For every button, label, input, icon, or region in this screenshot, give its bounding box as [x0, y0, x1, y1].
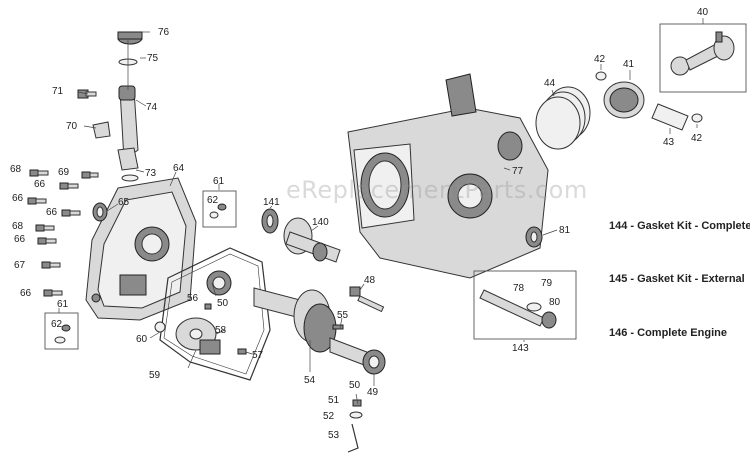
callout-50: 50: [217, 298, 229, 309]
gasket-59[interactable]: [159, 247, 271, 381]
callout-62: 62: [51, 319, 63, 330]
piston-pin-43[interactable]: [651, 103, 689, 131]
callout-58: 58: [215, 325, 227, 336]
legend-item-145: 145 - Gasket Kit - External: [609, 273, 745, 285]
dipstick-assembly[interactable]: [117, 31, 143, 182]
callout-labels: 40 41 42 42 43 44 48 49 50 50 51 52 53 5…: [10, 7, 709, 441]
callout-56: 56: [187, 293, 199, 304]
callout-70: 70: [66, 121, 78, 132]
push-rod-assembly[interactable]: [479, 289, 557, 329]
callout-66: 66: [14, 234, 26, 245]
callout-57: 57: [252, 350, 264, 361]
bracket-70[interactable]: [92, 121, 111, 139]
callout-62: 62: [207, 195, 219, 206]
callout-49: 49: [367, 387, 379, 398]
detail-box-61-top: [202, 190, 237, 228]
cover-bolts[interactable]: [27, 169, 99, 297]
crankcase-cover-64[interactable]: [85, 177, 197, 321]
callout-61: 61: [213, 176, 225, 187]
callout-60: 60: [136, 334, 148, 345]
callout-76: 76: [158, 27, 170, 38]
camshaft-140[interactable]: [283, 217, 341, 263]
cylinder-block-77[interactable]: [347, 73, 549, 279]
callout-80: 80: [549, 297, 561, 308]
callout-68: 68: [10, 164, 22, 175]
callout-69: 69: [58, 167, 70, 178]
connecting-rod-40[interactable]: [670, 31, 735, 76]
clip-42-bottom[interactable]: [691, 113, 703, 123]
callout-54: 54: [304, 375, 316, 386]
callout-44: 44: [544, 78, 556, 89]
fitting-62-bottom[interactable]: [54, 324, 71, 344]
fitting-62-top[interactable]: [209, 203, 227, 219]
callout-66: 66: [12, 193, 24, 204]
callout-65: 65: [118, 197, 130, 208]
callout-42: 42: [691, 133, 703, 144]
callout-73: 73: [145, 168, 157, 179]
callout-66: 66: [34, 179, 46, 190]
piston-41[interactable]: [603, 81, 645, 119]
callout-141: 141: [263, 197, 280, 208]
callout-75: 75: [147, 53, 159, 64]
callout-66: 66: [46, 207, 58, 218]
detail-box-61-bottom: [44, 312, 79, 350]
callout-42: 42: [594, 54, 606, 65]
callout-64: 64: [173, 163, 185, 174]
piston-rings-44[interactable]: [535, 86, 591, 150]
callout-53: 53: [328, 430, 340, 441]
leader-lines: [58, 18, 704, 405]
callout-77: 77: [512, 166, 524, 177]
oil-seal-65[interactable]: [92, 202, 108, 222]
legend-item-144: 144 - Gasket Kit - Complete: [609, 220, 750, 232]
callout-41: 41: [623, 59, 635, 70]
watermark: eReplacementParts.com: [286, 176, 588, 204]
governor-parts[interactable]: [332, 286, 385, 453]
callout-51: 51: [328, 395, 340, 406]
callout-61: 61: [57, 299, 69, 310]
callout-40: 40: [697, 7, 709, 18]
washer-60[interactable]: [154, 321, 166, 333]
callout-71: 71: [52, 86, 64, 97]
callout-68: 68: [12, 221, 24, 232]
detail-box-143: [473, 270, 577, 340]
bearing-49[interactable]: [362, 349, 386, 375]
callout-55: 55: [337, 310, 349, 321]
pin-57[interactable]: [237, 348, 247, 355]
timing-gear-58[interactable]: [175, 317, 221, 355]
callout-140: 140: [312, 217, 329, 228]
callout-59: 59: [149, 370, 161, 381]
callout-79: 79: [541, 278, 553, 289]
callout-78: 78: [513, 283, 525, 294]
callout-48: 48: [364, 275, 376, 286]
callout-81: 81: [559, 225, 571, 236]
callout-52: 52: [323, 411, 335, 422]
pin-56[interactable]: [204, 303, 212, 310]
clip-42-top[interactable]: [595, 71, 607, 81]
callout-74: 74: [146, 102, 158, 113]
callout-43: 43: [663, 137, 675, 148]
crankshaft-54[interactable]: [253, 287, 373, 369]
callout-143: 143: [512, 343, 529, 354]
oil-seal-81[interactable]: [525, 226, 543, 248]
legend-item-146: 146 - Complete Engine: [609, 327, 727, 339]
bearing-50-left[interactable]: [206, 270, 232, 296]
callout-67: 67: [14, 260, 26, 271]
callout-66: 66: [20, 288, 32, 299]
callout-50: 50: [349, 380, 361, 391]
bearing-141[interactable]: [261, 208, 279, 234]
